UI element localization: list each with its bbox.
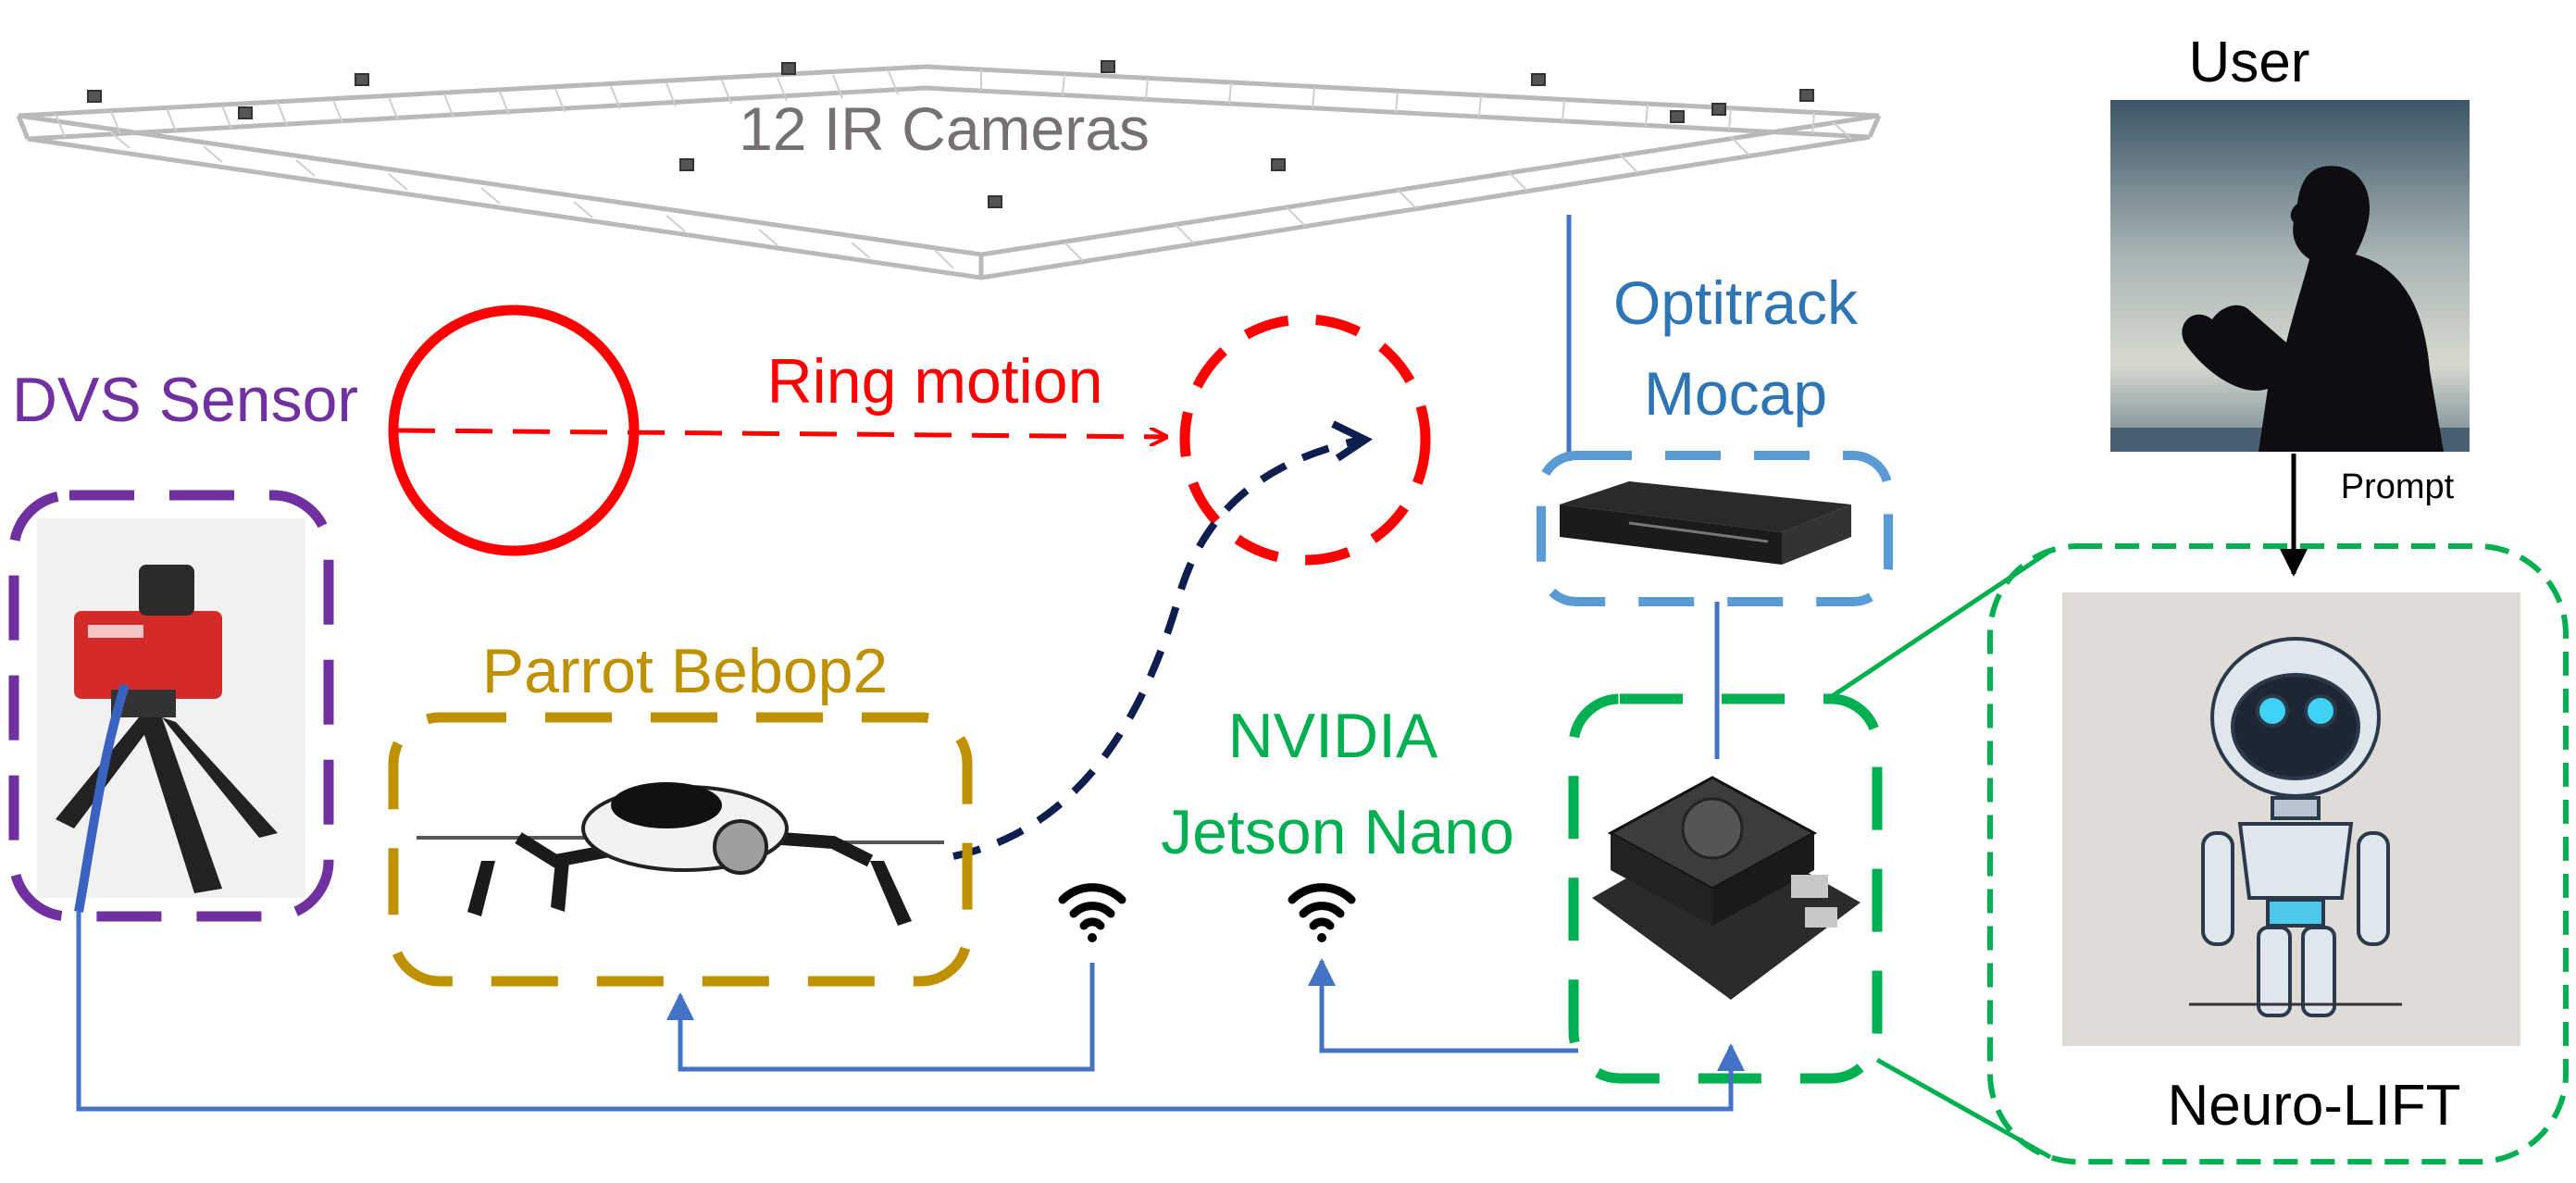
ring-motion-label: Ring motion	[767, 346, 1103, 417]
ir-camera-icons	[87, 60, 1814, 208]
dvs-sensor-label: DVS Sensor	[12, 365, 358, 435]
user-label: User	[2189, 31, 2310, 94]
ir-camera-icon	[679, 158, 694, 171]
nvidia-label-line2: Jetson Nano	[1161, 797, 1514, 867]
trajectory-arrowhead	[1331, 420, 1374, 462]
jetson-frame	[1568, 693, 1883, 1084]
ir-camera-icon	[87, 90, 102, 103]
truss-lattice	[55, 69, 1852, 269]
drone-trajectory	[952, 436, 1362, 860]
ir-camera-icon	[355, 73, 369, 86]
ir-camera-icon	[238, 106, 253, 119]
ir-camera-icon	[1799, 89, 1814, 102]
truss-frame	[16, 64, 1882, 280]
ir-camera-icon	[1101, 60, 1115, 73]
optitrack-label-line2: Mocap	[1644, 359, 1827, 428]
neuro-lift-label: Neuro-LIFT	[2168, 1074, 2461, 1138]
ir-camera-icon	[1271, 158, 1286, 171]
switch-frame	[1537, 451, 1893, 606]
neuro-lift-frame	[1987, 543, 2569, 1164]
wifi-to-drone-link	[666, 963, 1095, 1072]
zoom-line-bottom	[1875, 1057, 2052, 1160]
jetson-to-wifi-link	[1308, 958, 1578, 1053]
dvs-to-jetson-link	[76, 912, 1745, 1112]
optitrack-label-line1: Optitrack	[1613, 268, 1859, 337]
connection-lines	[76, 912, 1745, 1112]
ir-camera-icon	[1531, 73, 1546, 86]
wifi-icon	[1288, 883, 1356, 942]
parrot-frame	[388, 712, 973, 987]
nvidia-label-line1: NVIDIA	[1228, 701, 1438, 771]
cameras-label: 12 IR Cameras	[739, 94, 1150, 163]
ring-motion-arrow	[397, 430, 1166, 437]
user-image	[2110, 100, 2470, 452]
ir-camera-icon	[1711, 103, 1726, 116]
network-switch-image	[1560, 481, 1851, 565]
ir-camera-icon	[988, 195, 1002, 208]
jetson-nano-image	[1592, 776, 1860, 1000]
drone-image	[417, 782, 944, 926]
dvs-sensor-frame	[8, 490, 334, 922]
zoom-line-top	[1826, 548, 2052, 702]
robot-icon	[2189, 637, 2402, 1017]
dvs-sensor-image	[37, 518, 305, 913]
prompt-label: Prompt	[2341, 467, 2455, 506]
wifi-icon	[1058, 883, 1126, 942]
ir-camera-icon	[781, 62, 796, 75]
ring-end	[1179, 314, 1431, 566]
parrot-label: Parrot Bebop2	[482, 636, 889, 706]
ir-camera-icon	[1670, 110, 1685, 123]
